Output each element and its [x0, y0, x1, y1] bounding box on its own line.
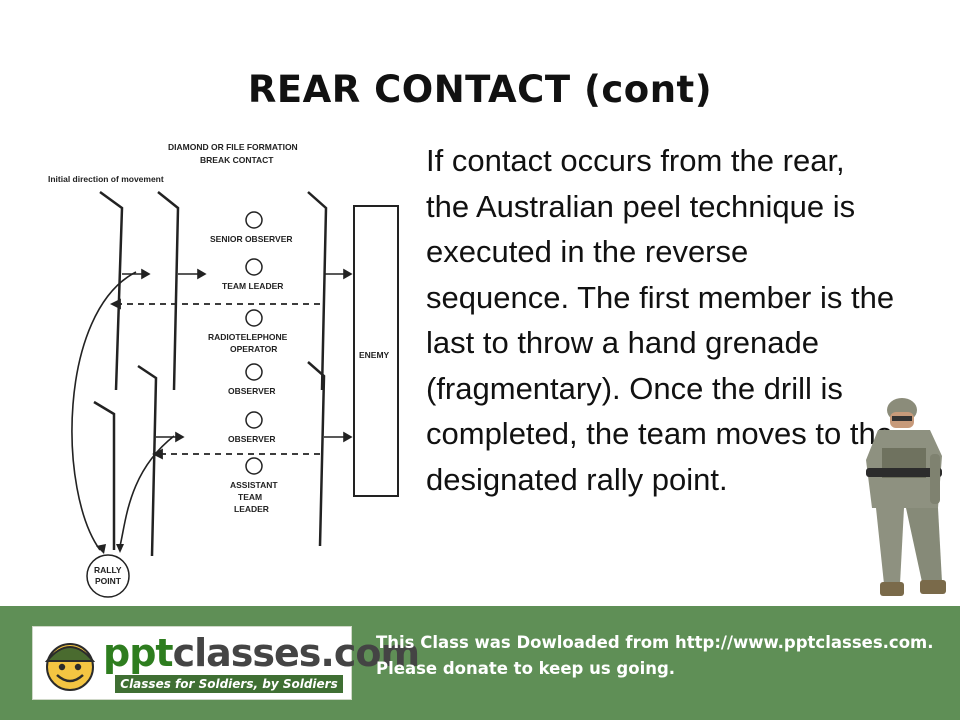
footer-banner: pptclasses.com Classes for Soldiers, by …	[0, 606, 960, 720]
boot-shape	[920, 580, 946, 594]
member-label: SENIOR OBSERVER	[210, 234, 293, 244]
footer-message: This Class was Dowloaded from http://www…	[376, 630, 946, 682]
member-marker	[245, 258, 263, 276]
leg-shape	[906, 508, 942, 582]
member-label: OBSERVER	[228, 434, 276, 444]
arrow-head	[109, 298, 121, 310]
rally-label-line1: RALLY	[94, 565, 122, 575]
member-marker	[245, 457, 263, 475]
enemy-box	[353, 205, 399, 497]
arm-shape	[930, 454, 940, 504]
bracket-right-upper	[307, 191, 328, 391]
leg-shape	[876, 508, 904, 584]
member-marker	[245, 411, 263, 429]
arrow-head	[343, 431, 353, 443]
rifle-shape	[866, 468, 942, 477]
bracket-mid-lower	[137, 364, 158, 557]
member-label: OBSERVER	[228, 386, 276, 396]
member-label: RADIOTELEPHONE	[208, 332, 288, 342]
member-marker	[245, 363, 263, 381]
slide-title: REAR CONTACT (cont)	[247, 68, 713, 111]
diagram-title-line2: BREAK CONTACT	[200, 155, 274, 165]
footer-message-line1[interactable]: This Class was Dowloaded from http://www…	[376, 633, 934, 652]
member-label: ASSISTANT	[230, 480, 278, 490]
member-label: LEADER	[234, 504, 269, 514]
boot-shape	[880, 582, 904, 596]
goggles-shape	[892, 416, 912, 421]
arrow-head	[96, 544, 106, 554]
bracket-mid-upper	[157, 191, 180, 391]
arrow-head	[116, 544, 124, 553]
arrow-head	[175, 431, 185, 443]
rally-point-marker	[86, 554, 130, 598]
direction-label: Initial direction of movement	[48, 174, 164, 184]
logo-wordmark: pptclasses.com	[103, 631, 420, 675]
logo-tagline: Classes for Soldiers, by Soldiers	[115, 675, 343, 693]
arrow-head	[197, 268, 207, 280]
body-text: If contact occurs from the rear, the Aus…	[426, 143, 895, 497]
bracket-right-lower	[307, 361, 326, 547]
member-label: TEAM LEADER	[222, 281, 283, 291]
rally-path	[119, 435, 175, 547]
member-label: OPERATOR	[230, 344, 277, 354]
member-marker	[245, 211, 263, 229]
soldier-svg	[866, 398, 946, 596]
soldier-illustration	[860, 396, 960, 606]
arrow-head	[141, 268, 151, 280]
footer-message-line2: Please donate to keep us going.	[376, 659, 676, 678]
enemy-label: ENEMY	[359, 350, 390, 360]
logo-wordmark-ppt: ppt	[103, 631, 174, 675]
member-label: TEAM	[238, 492, 262, 502]
rally-path	[71, 271, 137, 551]
pptclasses-logo[interactable]: pptclasses.com Classes for Soldiers, by …	[32, 626, 420, 700]
diagram-svg: DIAMOND OR FILE FORMATION BREAK CONTACT …	[48, 142, 399, 598]
rally-label-line2: POINT	[95, 576, 122, 586]
smiley-soldier-icon	[44, 643, 96, 691]
logo-wordmark-rest: classes.com	[172, 631, 420, 675]
diagram-title-line1: DIAMOND OR FILE FORMATION	[168, 142, 298, 152]
break-contact-diagram: DIAMOND OR FILE FORMATION BREAK CONTACT …	[18, 132, 443, 608]
member-marker	[245, 309, 263, 327]
bracket-left-lower	[93, 400, 116, 550]
bracket-left-upper	[99, 190, 124, 391]
arrow-head	[343, 268, 353, 280]
